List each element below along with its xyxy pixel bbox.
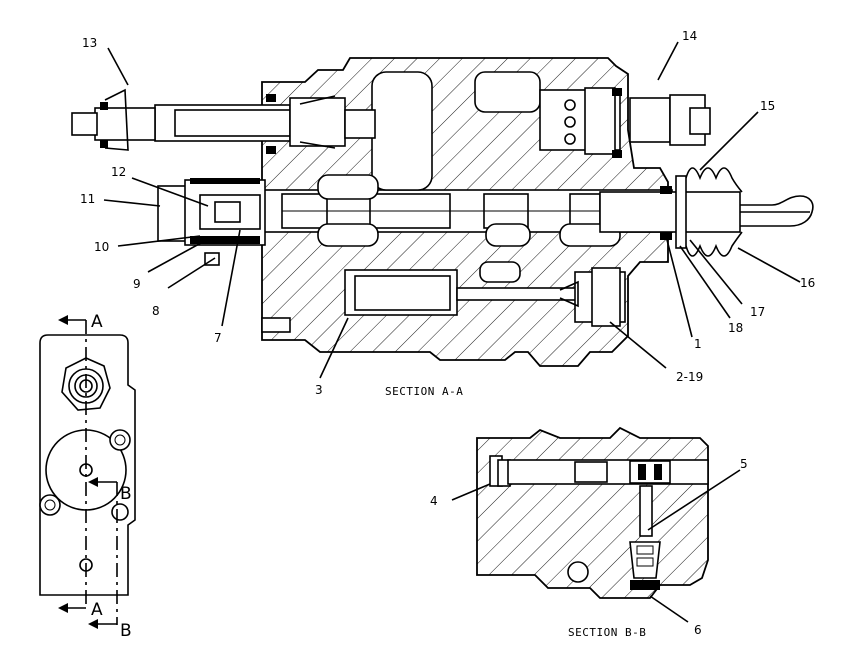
callout-1: 1 — [694, 337, 702, 351]
callout-6: 6 — [694, 623, 702, 637]
marker-a-bottom: A — [91, 600, 103, 620]
callout-17: 17 — [750, 305, 765, 319]
section-a-a-title: SECTION A-A — [385, 385, 463, 398]
lower-check-valve — [261, 261, 626, 333]
passage-top-2 — [474, 71, 541, 113]
marker-a-top: A — [91, 312, 103, 332]
callout-4: 4 — [430, 494, 438, 508]
callout-7: 7 — [214, 331, 222, 345]
passage-top — [371, 71, 433, 191]
callout-14: 14 — [682, 29, 697, 43]
callout-5: 5 — [740, 457, 748, 471]
callout-11: 11 — [80, 192, 95, 206]
passage-left-low — [317, 223, 379, 247]
callout-8: 8 — [152, 304, 160, 318]
marker-b-mid: B — [120, 484, 132, 504]
leader-lines — [103, 41, 801, 623]
end-cap-left — [157, 178, 266, 266]
callout-15: 15 — [760, 99, 775, 113]
callout-13: 13 — [82, 36, 97, 50]
passage-mid-low — [485, 223, 531, 247]
section-b-b-title: SECTION B-B — [568, 626, 646, 639]
poppet-upper-right — [539, 87, 711, 158]
side-view — [39, 315, 136, 629]
passage-left — [317, 174, 379, 200]
marker-b-bottom: B — [120, 621, 132, 641]
relief-valve-upper — [71, 88, 376, 154]
section-b-b-view — [476, 426, 709, 599]
callout-3: 3 — [315, 383, 323, 397]
check-ball-seat — [629, 541, 661, 579]
callout-16: 16 — [800, 276, 815, 290]
callout-10: 10 — [94, 240, 109, 254]
callout-18: 18 — [728, 321, 743, 335]
section-a-a-view — [71, 57, 814, 367]
callout-12: 12 — [111, 165, 126, 179]
callout-9: 9 — [133, 277, 141, 291]
callout-labels: 13 14 15 12 11 10 9 8 7 3 2-19 1 18 17 1… — [80, 29, 815, 641]
rod-and-boot — [599, 167, 814, 257]
callout-2-19: 2-19 — [676, 370, 703, 384]
